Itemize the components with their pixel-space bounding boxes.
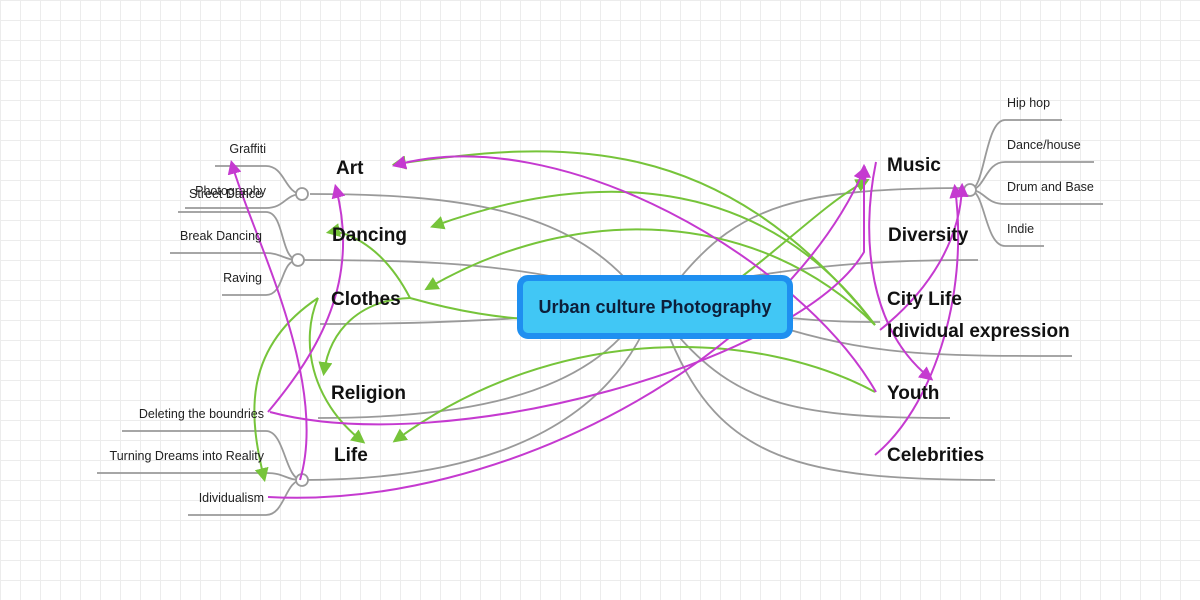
subtopic-dance-house[interactable]: Dance/house	[1007, 138, 1081, 152]
music-joint	[963, 183, 977, 197]
branch-art	[309, 193, 626, 279]
art-joint	[295, 187, 309, 201]
subtopic-turning-dreams-into-reality[interactable]: Turning Dreams into Reality	[110, 449, 265, 463]
subtopic-graffiti[interactable]: Graffiti	[229, 142, 266, 156]
subtopic-connectors	[97, 119, 1103, 516]
root-node[interactable]: Urban culture Photography	[517, 275, 793, 339]
topic-celebrities[interactable]: Celebrities	[887, 445, 984, 466]
topic-city-life[interactable]: City Life	[887, 289, 962, 310]
root-node-label: Urban culture Photography	[538, 297, 771, 317]
topic-individual-expression[interactable]: Idividual expression	[887, 321, 1070, 342]
topic-clothes[interactable]: Clothes	[331, 289, 401, 310]
topic-youth[interactable]: Youth	[887, 383, 939, 404]
topic-diversity[interactable]: Diversity	[888, 225, 969, 246]
branch-city-life	[789, 317, 881, 323]
branch-individual-expression	[789, 329, 1073, 357]
subtopic-hip-hop[interactable]: Hip hop	[1007, 96, 1050, 110]
branch-music	[679, 187, 969, 279]
subtopic-break-dancing[interactable]: Break Dancing	[180, 229, 262, 243]
subtopic-drum-and-base[interactable]: Drum and Base	[1007, 180, 1094, 194]
subtopic-street-dance[interactable]: Street Dance	[189, 187, 262, 201]
subtopic-indie[interactable]: Indie	[1007, 222, 1034, 236]
topic-religion[interactable]: Religion	[331, 383, 406, 404]
branch-youth	[679, 337, 951, 419]
topic-dancing[interactable]: Dancing	[332, 225, 407, 246]
branch-connectors	[299, 187, 1073, 481]
subtopic-raving[interactable]: Raving	[223, 271, 262, 285]
relation-arrows-magenta	[227, 155, 969, 499]
branch-life	[301, 337, 641, 481]
dancing-joint	[291, 253, 305, 267]
subtopic-photography[interactable]: Photography	[195, 184, 267, 198]
topic-art[interactable]: Art	[336, 158, 364, 179]
branch-clothes	[319, 317, 521, 325]
branch-religion	[317, 337, 621, 419]
subtopic-deleting-the-boundries[interactable]: Deleting the boundries	[139, 407, 264, 421]
subtopic-individualism[interactable]: Idividualism	[199, 491, 264, 505]
topic-music[interactable]: Music	[887, 155, 941, 176]
branch-celebrities	[669, 337, 996, 481]
branch-diversity	[739, 259, 979, 279]
branch-dancing	[299, 259, 561, 279]
topic-life[interactable]: Life	[334, 445, 368, 466]
root-node-box[interactable]	[517, 275, 793, 339]
